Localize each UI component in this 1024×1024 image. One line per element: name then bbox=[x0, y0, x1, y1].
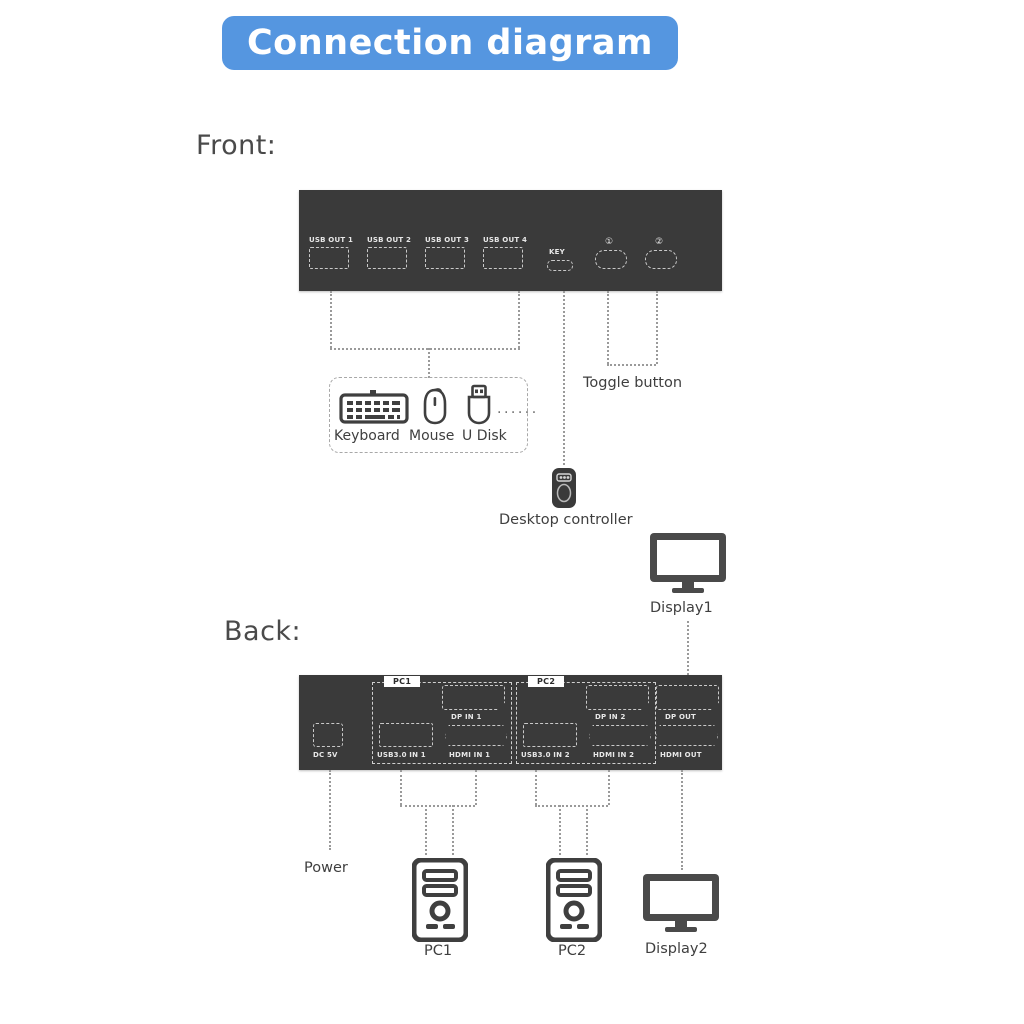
display1-label: Display1 bbox=[650, 600, 713, 616]
pc1-label: PC1 bbox=[424, 943, 453, 959]
more-devices-indicator: ······ bbox=[497, 405, 539, 421]
toggle-button-annotation: Toggle button bbox=[583, 375, 683, 391]
hdmi-out-port[interactable] bbox=[656, 725, 718, 746]
usb-out-3-port[interactable] bbox=[425, 247, 465, 269]
display2-label: Display2 bbox=[645, 941, 708, 957]
usb-bracket-drop bbox=[428, 348, 430, 378]
usb-bracket-left-leg bbox=[330, 291, 332, 348]
pc2-group-tag: PC2 bbox=[528, 676, 565, 687]
key-port-label: KEY bbox=[549, 248, 565, 256]
pc1-drop-b bbox=[452, 805, 454, 855]
pc1-hdmi-leg bbox=[475, 770, 477, 805]
usb3-in-2-port[interactable] bbox=[523, 723, 577, 747]
desktop-controller-icon bbox=[549, 467, 579, 513]
dp-in-2-port[interactable] bbox=[586, 685, 649, 710]
front-section-label: Front: bbox=[196, 130, 277, 161]
pc2-label: PC2 bbox=[558, 943, 587, 959]
usb-out-4-label: USB OUT 4 bbox=[483, 236, 528, 244]
back-panel-device: DC 5V PC1 DP IN 1 USB3.0 IN 1 HDMI IN 1 … bbox=[299, 675, 722, 770]
keyboard-icon bbox=[339, 389, 409, 428]
u-disk-label: U Disk bbox=[462, 428, 507, 444]
usb-out-4-port[interactable] bbox=[483, 247, 523, 269]
dc-5v-label: DC 5V bbox=[313, 751, 338, 759]
dp-in-1-label: DP IN 1 bbox=[451, 713, 482, 721]
pc2-tower-icon bbox=[545, 857, 603, 946]
usb-out-2-port[interactable] bbox=[367, 247, 407, 269]
usb-out-2-label: USB OUT 2 bbox=[367, 236, 412, 244]
pc1-usb-leg bbox=[400, 770, 402, 805]
toggle-button-2[interactable] bbox=[645, 250, 677, 269]
display1-icon bbox=[648, 531, 728, 599]
pc1-join-bar bbox=[400, 805, 475, 807]
mouse-icon bbox=[422, 386, 448, 430]
key-port[interactable] bbox=[547, 260, 573, 271]
display2-icon bbox=[641, 872, 721, 938]
dp-out-port[interactable] bbox=[656, 685, 719, 710]
power-line bbox=[329, 770, 331, 850]
dp-in-2-label: DP IN 2 bbox=[595, 713, 626, 721]
pc2-drop-b bbox=[586, 805, 588, 855]
hdmi-out-label: HDMI OUT bbox=[660, 751, 702, 759]
pc2-drop-a bbox=[559, 805, 561, 855]
toggle-button-2-numeral: ② bbox=[655, 237, 664, 247]
back-section-label: Back: bbox=[224, 616, 302, 647]
hdmi-in-2-label: HDMI IN 2 bbox=[593, 751, 635, 759]
usb3-in-1-label: USB3.0 IN 1 bbox=[377, 751, 426, 759]
pc1-drop-a bbox=[425, 805, 427, 855]
page-title-banner: Connection diagram bbox=[222, 16, 678, 70]
pc2-usb-leg bbox=[535, 770, 537, 805]
usb-out-3-label: USB OUT 3 bbox=[425, 236, 470, 244]
key-to-controller-line bbox=[563, 291, 565, 465]
mouse-label: Mouse bbox=[409, 428, 455, 444]
pc2-hdmi-leg bbox=[608, 770, 610, 805]
keyboard-label: Keyboard bbox=[334, 428, 400, 444]
toggle-button-1[interactable] bbox=[595, 250, 627, 269]
peripherals-group: ······ Keyboard Mouse U Disk bbox=[329, 377, 536, 453]
toggle-bracket-right-leg bbox=[656, 291, 658, 364]
usb-out-1-port[interactable] bbox=[309, 247, 349, 269]
dp-out-label: DP OUT bbox=[665, 713, 696, 721]
usb-bracket-right-leg bbox=[518, 291, 520, 348]
pc1-group-box bbox=[372, 682, 512, 764]
power-annotation: Power bbox=[304, 860, 348, 876]
usb3-in-2-label: USB3.0 IN 2 bbox=[521, 751, 570, 759]
pc2-group-box bbox=[516, 682, 656, 764]
display1-to-dp-out-line bbox=[687, 621, 689, 675]
usb-out-1-label: USB OUT 1 bbox=[309, 236, 354, 244]
hdmi-in-2-port[interactable] bbox=[589, 725, 651, 746]
dp-in-1-port[interactable] bbox=[442, 685, 505, 710]
usb-bracket-crossbar bbox=[330, 348, 520, 350]
pc1-group-tag: PC1 bbox=[384, 676, 421, 687]
pc1-tower-icon bbox=[411, 857, 469, 946]
u-disk-icon bbox=[466, 384, 492, 430]
usb3-in-1-port[interactable] bbox=[379, 723, 433, 747]
hdmi-in-1-port[interactable] bbox=[445, 725, 507, 746]
front-panel-device: USB OUT 1 USB OUT 2 USB OUT 3 USB OUT 4 … bbox=[299, 190, 722, 291]
dc-5v-port[interactable] bbox=[313, 723, 343, 747]
desktop-controller-annotation: Desktop controller bbox=[499, 512, 633, 528]
toggle-button-1-numeral: ① bbox=[605, 237, 614, 247]
toggle-bracket-crossbar bbox=[607, 364, 656, 366]
page-title: Connection diagram bbox=[247, 22, 653, 63]
toggle-bracket-left-leg bbox=[607, 291, 609, 364]
display2-line bbox=[681, 770, 683, 870]
hdmi-in-1-label: HDMI IN 1 bbox=[449, 751, 491, 759]
pc2-join-bar bbox=[535, 805, 608, 807]
